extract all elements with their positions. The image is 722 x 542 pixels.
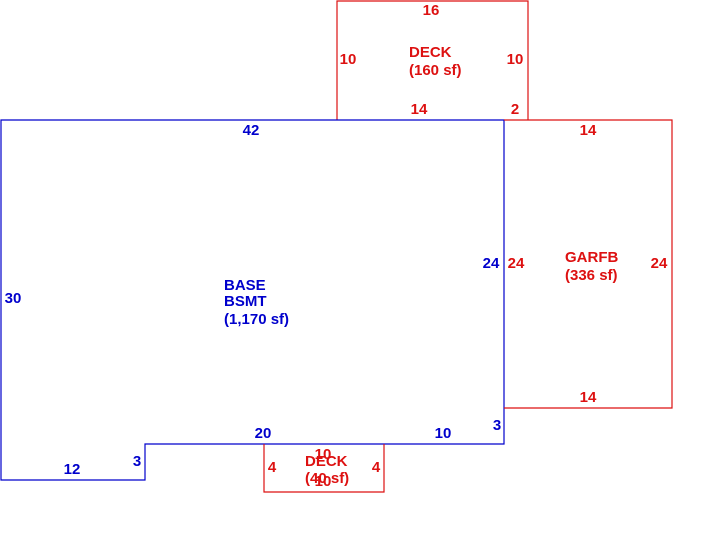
garage-outline	[504, 119, 673, 409]
deck-bottom-right-dimension: 4	[372, 459, 381, 476]
base-bottom-right-dimension: 10	[435, 425, 452, 442]
deck-top-name: DECK	[409, 44, 452, 61]
garage-top-dimension: 14	[580, 122, 597, 139]
base-bottom-left-dimension: 12	[64, 461, 81, 478]
deck-top-top-dimension: 16	[423, 2, 440, 19]
deck-top-bottom-dimension-b: 2	[511, 101, 519, 118]
deck-bottom-area: (40 sf)	[305, 470, 349, 487]
base-name-secondary: BSMT	[224, 293, 267, 310]
base-top-dimension: 42	[243, 122, 260, 139]
base-right-step-dimension: 3	[493, 417, 501, 434]
deck-top-bottom-dimension-a: 14	[411, 101, 428, 118]
base-name: BASE	[224, 277, 266, 294]
base-step-dimension: 3	[133, 453, 141, 470]
garage-area: (336 sf)	[565, 267, 618, 284]
deck-bottom-left-dimension: 4	[268, 459, 277, 476]
deck-top-area: (160 sf)	[409, 62, 462, 79]
deck-bottom-outline	[263, 444, 385, 493]
base-right-dimension: 24	[483, 255, 500, 272]
deck-top-right-dimension: 10	[507, 51, 524, 68]
base-left-dimension: 30	[5, 290, 22, 307]
deck-top-left-dimension: 10	[340, 51, 357, 68]
garage-bottom-dimension: 14	[580, 389, 597, 406]
deck-bottom-bottom-dimension: 10	[315, 473, 332, 490]
garage-name: GARFB	[565, 249, 618, 266]
base-area: (1,170 sf)	[224, 311, 289, 328]
garage-left-dimension: 24	[508, 255, 525, 272]
deck-bottom-top-dimension: 10	[315, 446, 332, 463]
deck-bottom-name: DECK	[305, 453, 348, 470]
base-bottom-middle-dimension: 20	[255, 425, 272, 442]
garage-right-dimension: 24	[651, 255, 668, 272]
deck-top-outline	[336, 0, 529, 120]
